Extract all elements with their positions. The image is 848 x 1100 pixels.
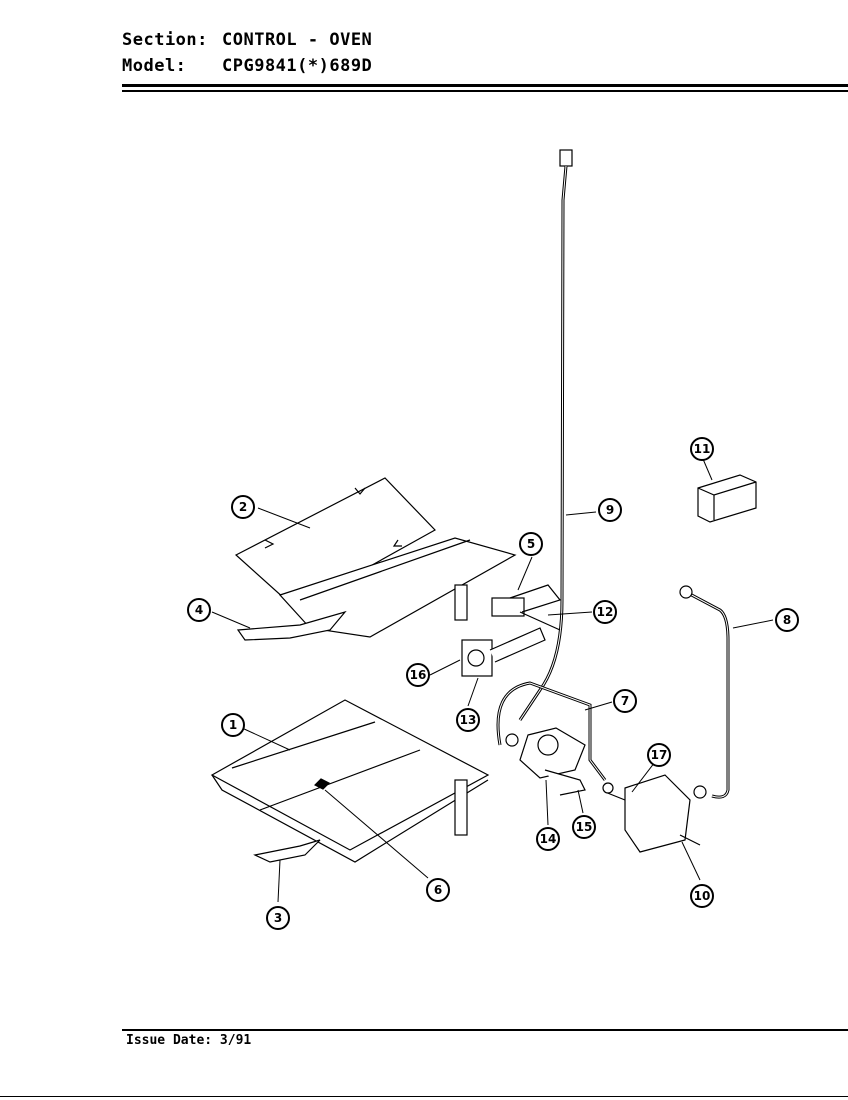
svg-text:15: 15	[576, 820, 593, 834]
issue-date: Issue Date: 3/91	[126, 1033, 252, 1048]
model-value: CPG9841(*)689D	[222, 56, 373, 76]
model-heading: Model: CPG9841(*)689D	[122, 56, 372, 76]
footer-rule	[122, 1029, 848, 1031]
callout-16: 16	[406, 663, 430, 687]
svg-text:13: 13	[460, 713, 477, 727]
svg-text:2: 2	[239, 500, 247, 514]
callout-11: 11	[690, 437, 714, 461]
svg-text:14: 14	[540, 832, 557, 846]
part-3-bracket	[253, 839, 321, 863]
svg-text:11: 11	[694, 442, 711, 456]
callout-3: 3	[266, 906, 290, 930]
callout-9: 9	[598, 498, 622, 522]
callout-4: 4	[187, 598, 211, 622]
svg-text:17: 17	[651, 748, 668, 762]
page-bottom-rule	[0, 1096, 848, 1097]
callout-14: 14	[536, 827, 560, 851]
svg-text:9: 9	[606, 503, 614, 517]
svg-text:3: 3	[274, 911, 282, 925]
callout-17: 17	[647, 743, 671, 767]
callout-15: 15	[572, 815, 596, 839]
callout-10: 10	[690, 884, 714, 908]
part-10-regulator	[602, 774, 701, 853]
part-4-bracket	[236, 610, 347, 641]
svg-text:4: 4	[195, 603, 203, 617]
section-heading: Section: CONTROL - OVEN	[122, 30, 372, 50]
part-7-tubing	[496, 681, 607, 781]
svg-text:16: 16	[410, 668, 427, 682]
callouts: 1 2 3 4 5 6 7 8 9 10 11 12 13 14 15 16 1…	[187, 437, 799, 930]
svg-text:12: 12	[597, 605, 614, 619]
part-14-valve	[505, 727, 586, 796]
callout-13: 13	[456, 708, 480, 732]
callout-1: 1	[221, 713, 245, 737]
section-label: Section:	[122, 30, 208, 50]
callout-8: 8	[775, 608, 799, 632]
part-2-upper-shield	[234, 477, 517, 638]
callout-7: 7	[613, 689, 637, 713]
part-11-block	[697, 474, 757, 523]
header-rule-top	[122, 84, 848, 87]
callout-6: 6	[426, 878, 450, 902]
header-rule-bottom	[122, 90, 848, 92]
svg-text:5: 5	[527, 537, 535, 551]
model-label: Model:	[122, 56, 187, 76]
callout-12: 12	[593, 600, 617, 624]
part-5-igniter	[491, 584, 562, 631]
part-1-lower-shield	[210, 699, 490, 863]
svg-text:6: 6	[434, 883, 442, 897]
part-8-gas-line	[679, 585, 730, 799]
svg-text:1: 1	[229, 718, 237, 732]
section-value: CONTROL - OVEN	[222, 30, 373, 50]
svg-text:10: 10	[694, 889, 711, 903]
callout-2: 2	[231, 495, 255, 519]
callout-5: 5	[519, 532, 543, 556]
svg-text:7: 7	[621, 694, 629, 708]
part-16-orifice-holder	[461, 627, 546, 677]
svg-text:8: 8	[783, 613, 791, 627]
